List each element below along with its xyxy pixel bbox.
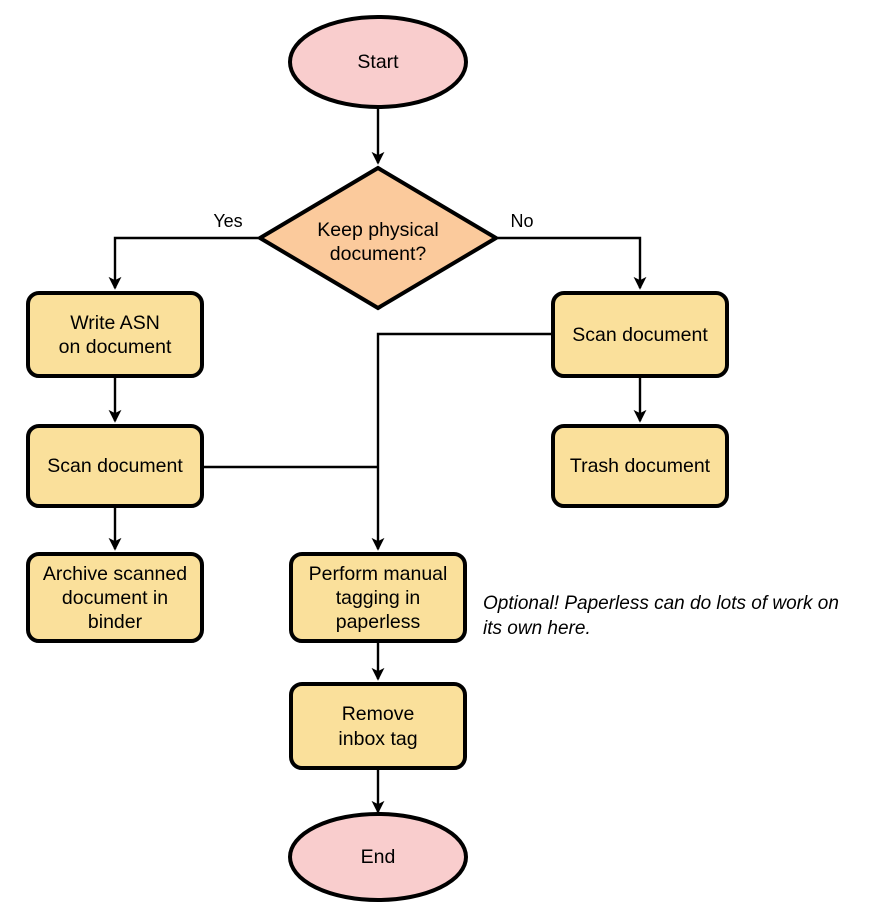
manual-tagging-label-line1: Perform manual [309,563,448,585]
scan-document-right-label: Scan document [572,324,708,346]
decision-label-line2: document? [330,243,427,265]
remove-inbox-label-line2: inbox tag [338,728,417,750]
node-decision-keep-physical-document[interactable]: Keep physical document? [256,165,500,311]
write-asn-rect-shape [26,291,204,378]
remove-inbox-label-line1: Remove [342,703,415,725]
remove-inbox-rect-shape [289,682,467,770]
scan-document-left-rect-shape [26,424,204,508]
trash-document-rect-shape [551,424,729,508]
node-write-asn-on-document[interactable]: Write ASN on document [26,291,204,378]
start-ellipse-shape [288,15,468,109]
annotation-optional-note: Optional! Paperless can do lots of work … [483,593,839,639]
manual-tagging-label-line2: tagging in [336,587,421,609]
node-trash-document[interactable]: Trash document [551,424,729,508]
start-label: Start [357,51,399,73]
manual-tagging-rect-shape [289,552,467,643]
node-start[interactable]: Start [288,15,468,109]
manual-tagging-label-line3: paperless [336,611,421,633]
write-asn-label-line1: Write ASN [70,312,160,334]
node-archive-scanned-document[interactable]: Archive scanned document in binder [26,552,204,643]
archive-label-line3: binder [88,611,143,633]
scan-document-right-rect-shape [551,291,729,378]
end-ellipse-shape [288,812,468,902]
archive-label-line1: Archive scanned [43,563,187,585]
scan-document-left-label: Scan document [47,455,183,477]
edge-decision-yes-to-write-asn [108,236,258,290]
edge-decision-no-to-scan-right [498,236,647,290]
edge-label-no: No [510,211,533,231]
node-end[interactable]: End [288,812,468,902]
trash-document-label: Trash document [570,455,711,477]
node-scan-document-left[interactable]: Scan document [26,424,204,508]
write-asn-label-line2: on document [59,336,172,358]
optional-note-line2: its own here. [483,618,591,639]
end-label: End [361,846,396,868]
archive-rect-shape [26,552,204,643]
node-perform-manual-tagging[interactable]: Perform manual tagging in paperless [289,552,467,643]
archive-label-line2: document in [62,587,168,609]
node-remove-inbox-tag[interactable]: Remove inbox tag [289,682,467,770]
decision-label-line1: Keep physical [317,219,438,241]
optional-note-line1: Optional! Paperless can do lots of work … [483,593,839,614]
edge-label-yes: Yes [213,211,242,231]
edge-scan-right-to-manual-tagging [371,332,551,551]
node-scan-document-right[interactable]: Scan document [551,291,729,378]
decision-diamond-shape [256,165,500,311]
connectors-group [108,107,647,814]
